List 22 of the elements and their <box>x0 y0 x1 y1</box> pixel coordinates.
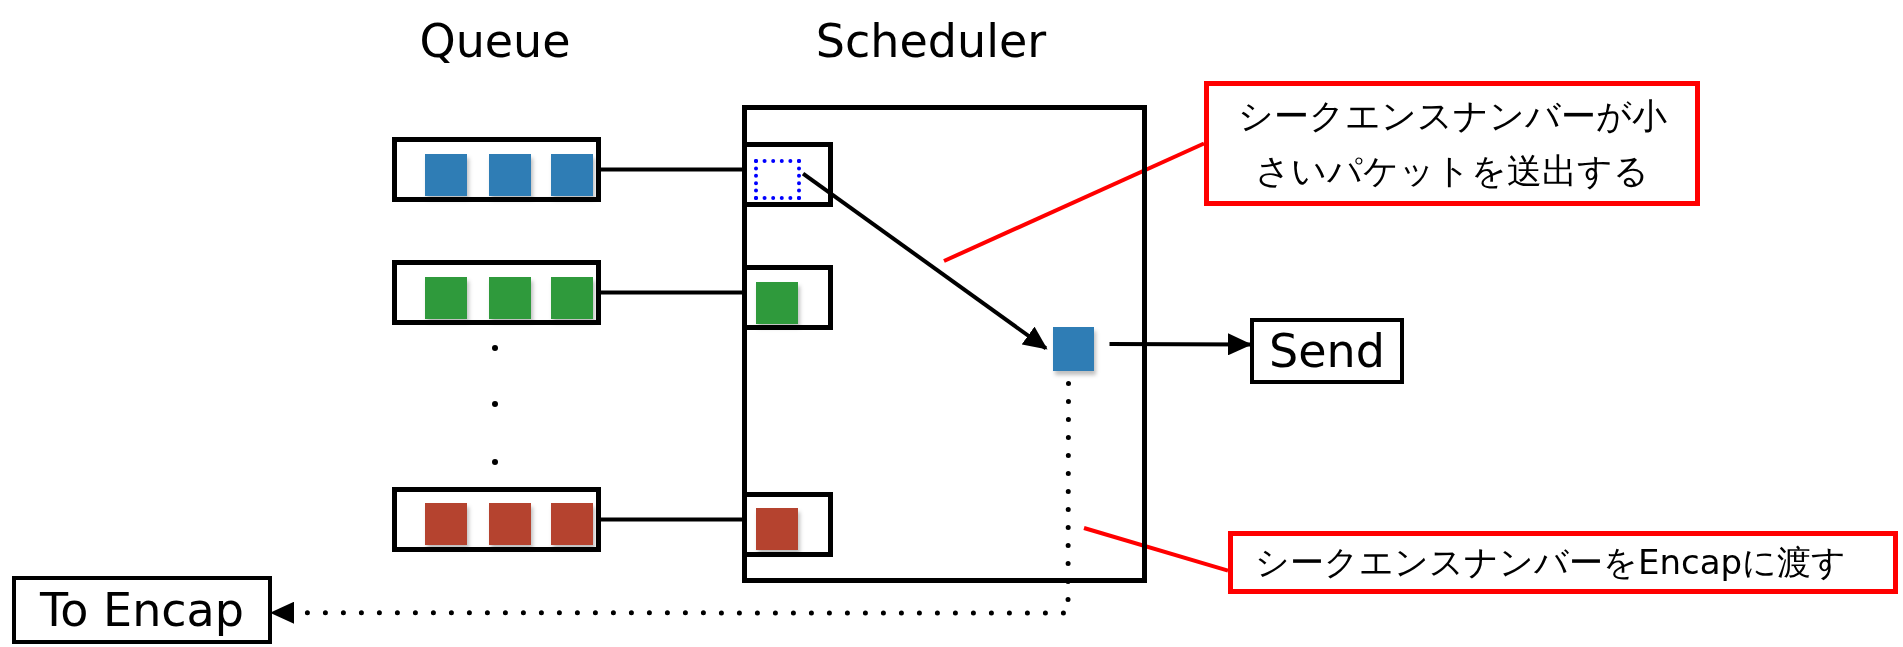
callout-box: シークエンスナンバーをEncapに渡す <box>1228 531 1898 594</box>
column-heading: Scheduler <box>815 18 1047 64</box>
arrow <box>1109 333 1252 356</box>
leader-line <box>943 141 1205 263</box>
connector-line <box>601 290 742 295</box>
queue-box <box>392 487 601 552</box>
queue-box <box>392 260 601 325</box>
queue-box <box>392 137 601 202</box>
empty-packet-slot <box>754 159 801 200</box>
slot-box <box>747 492 833 557</box>
process-box: Send <box>1250 318 1404 384</box>
process-box: To Encap <box>12 576 272 644</box>
arrow <box>269 381 1071 624</box>
slot-box <box>747 265 833 330</box>
connector-line <box>601 167 742 172</box>
connector-line <box>601 517 742 522</box>
callout-box: シークエンスナンバーが小さいパケットを送出する <box>1204 81 1700 206</box>
slot-box <box>747 142 833 207</box>
leader-line <box>1083 526 1229 573</box>
column-heading: Queue <box>419 18 571 64</box>
scheduler-box <box>742 105 1147 583</box>
packet-icon <box>1053 327 1094 371</box>
